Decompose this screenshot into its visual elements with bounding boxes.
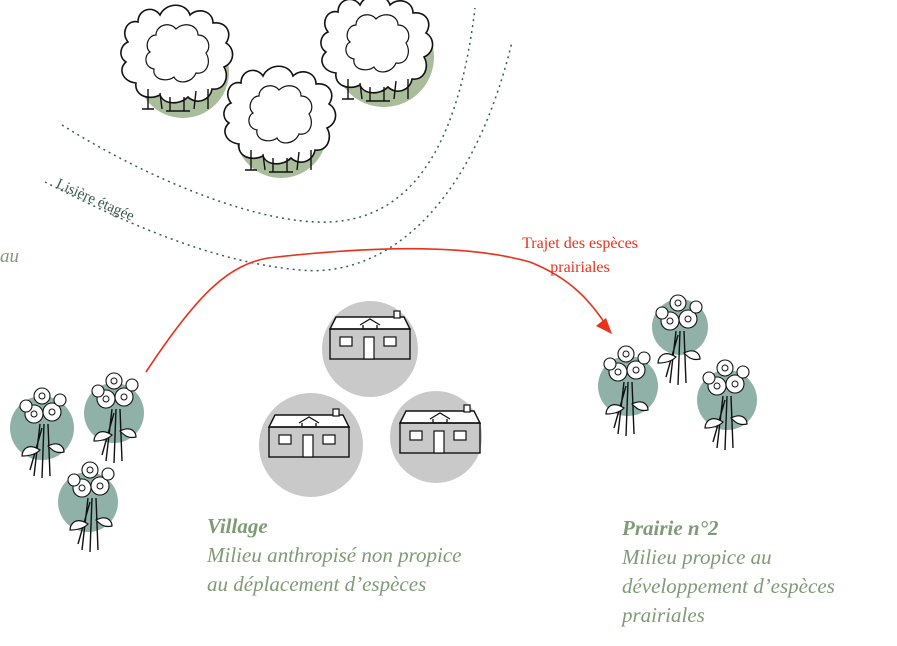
- meadow-left: [10, 372, 144, 553]
- flower-bouquet-icon: [58, 461, 118, 553]
- prairie2-description-line: Milieu propice au: [622, 545, 772, 569]
- village-title: Village: [207, 514, 268, 538]
- tree-cluster-icon: [223, 65, 337, 178]
- flower-bouquet-icon: [697, 359, 757, 451]
- flower-bouquet-icon: [10, 387, 74, 479]
- arrow-icon: [145, 247, 612, 373]
- house-icon: [322, 301, 418, 397]
- prairie2-label: Prairie n°2 Milieu propice au développem…: [622, 514, 835, 630]
- trajectory-label-line: prairiales: [550, 259, 610, 276]
- village: [259, 301, 482, 497]
- tree-cluster-icon: [120, 4, 234, 118]
- prairie2-description-line: prairiales: [622, 603, 705, 627]
- flower-bouquet-icon: [84, 372, 144, 464]
- cropped-label-fragment: au: [0, 246, 19, 267]
- forest-edge-lines: [44, 7, 513, 272]
- prairie2-title: Prairie n°2: [622, 516, 719, 540]
- village-label: Village Milieu anthropisé non propice au…: [207, 512, 462, 599]
- house-icon: [390, 391, 482, 483]
- village-description-line: au déplacement d’espèces: [207, 572, 427, 596]
- trajectory-label: Trajet des espèces prairiales: [490, 232, 670, 280]
- house-icon: [259, 393, 363, 497]
- tree-cluster-icon: [320, 0, 434, 107]
- flower-bouquet-icon: [652, 294, 708, 386]
- meadow-right: [598, 294, 757, 451]
- forest: [120, 0, 434, 178]
- prairie2-description-line: développement d’espèces: [622, 574, 835, 598]
- trajectory-label-line: Trajet des espèces: [522, 235, 638, 252]
- village-description-line: Milieu anthropisé non propice: [207, 543, 462, 567]
- flower-bouquet-icon: [598, 345, 658, 437]
